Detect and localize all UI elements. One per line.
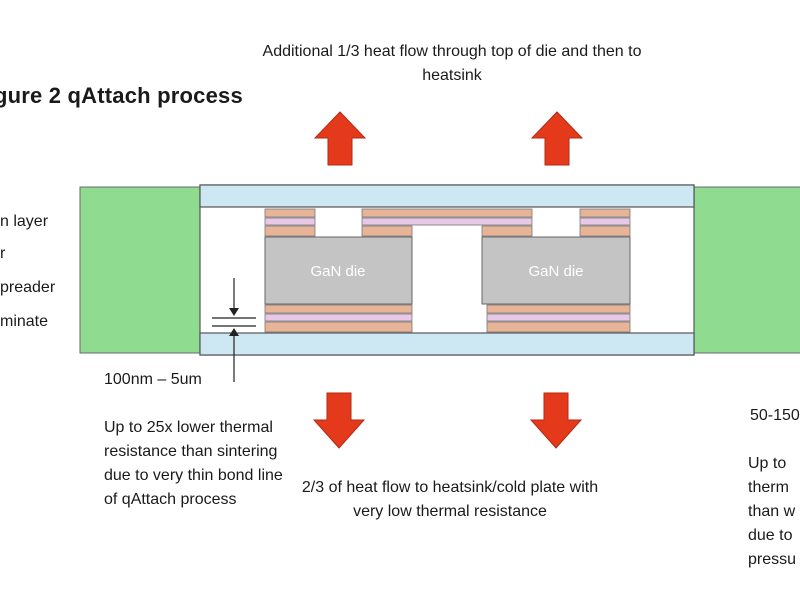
bottom-plate [199,332,695,356]
left-green-block [79,186,203,354]
heat-down-arrow-left [312,392,366,449]
left-legend-item: r [0,245,6,262]
top-stack-right [579,208,631,237]
right-thickness-label: 50-150 [750,407,800,424]
gan-die-right-label: GaN die [528,263,583,280]
figure-title: gure 2 qAttach process [0,83,243,108]
right-description: Up to therm than w due to pressu [748,452,796,572]
heat-up-arrow-left [313,111,367,166]
bondline-indicator [212,278,256,382]
bondline-thickness-label: 100nm – 5um [104,371,202,388]
bottom-heat-flow-caption: 2/3 of heat flow to heatsink/cold plate … [301,479,599,520]
top-heat-flow-caption: Additional 1/3 heat flow through top of … [262,43,642,84]
gan-die-left-label: GaN die [310,263,365,280]
heat-down-arrow-right [529,392,583,449]
gan-die-left [264,236,413,305]
gan-die-right [481,236,631,305]
right-green-block [692,186,800,354]
top-stack-left [264,208,316,237]
top-stack-middle [361,208,533,237]
right-description-line: pressu [748,551,797,568]
heat-up-arrow-right [530,111,584,166]
left-description: Up to 25x lower thermal resistance than … [104,419,283,508]
top-plate [199,184,695,208]
right-description-line: than w [748,503,796,520]
right-description-line: due to [748,527,793,544]
bottom-stack-left [264,304,413,333]
right-description-line: therm [748,479,789,496]
right-description-line: Up to [748,455,787,472]
left-legend-item: minate [0,313,49,330]
left-legend-item: n layer [0,213,49,230]
bottom-stack-right [486,304,631,333]
left-legend-item: preader [0,279,56,296]
